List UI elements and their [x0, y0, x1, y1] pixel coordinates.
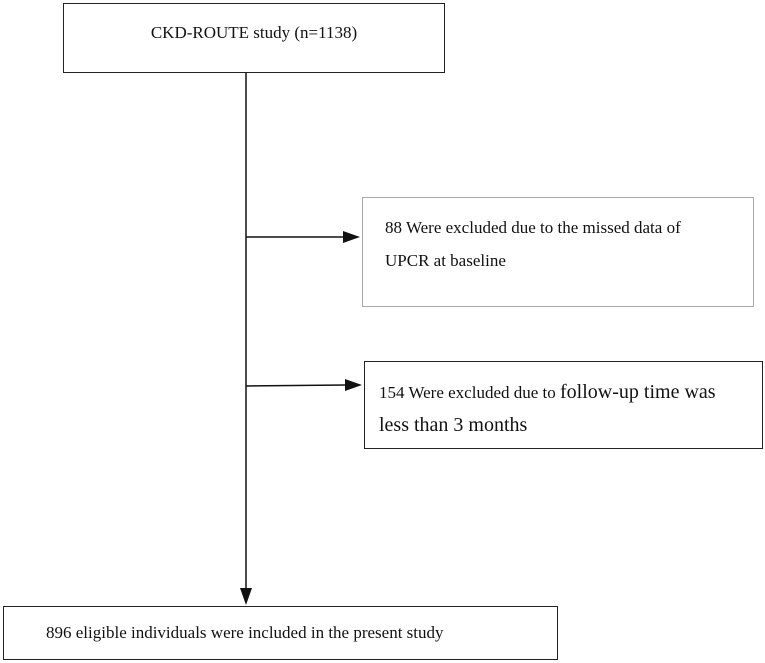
study-population-box: CKD-ROUTE study (n=1138) [63, 3, 445, 73]
final-cohort-box: 896 eligible individuals were included i… [3, 606, 558, 660]
exclusion-2-line-1-end: follow-up time was [560, 381, 716, 403]
exclusion-2-line-1-start: 154 Were excluded due to [379, 383, 561, 402]
study-population-text: CKD-ROUTE study (n=1138) [150, 23, 358, 42]
exclusion-1-line-1: 88 Were excluded due to the missed data … [385, 218, 681, 237]
arrowhead-to-result [240, 588, 252, 605]
arrowhead-exclusion-2 [345, 379, 362, 391]
arrowhead-exclusion-1 [343, 231, 360, 243]
exclusion-2-line-2: less than 3 months [379, 414, 528, 436]
exclusion-box-missing-upcr: 88 Were excluded due to the missed data … [362, 197, 754, 307]
exclusion-2-line-1: 154 Were excluded due to follow-up time … [379, 376, 752, 409]
exclusion-1-line-2: UPCR at baseline [385, 251, 506, 270]
branch-line-exclusion-2 [245, 384, 347, 387]
exclusion-box-short-followup: 154 Were excluded due to follow-up time … [364, 361, 763, 449]
final-cohort-text: 896 eligible individuals were included i… [46, 623, 444, 642]
